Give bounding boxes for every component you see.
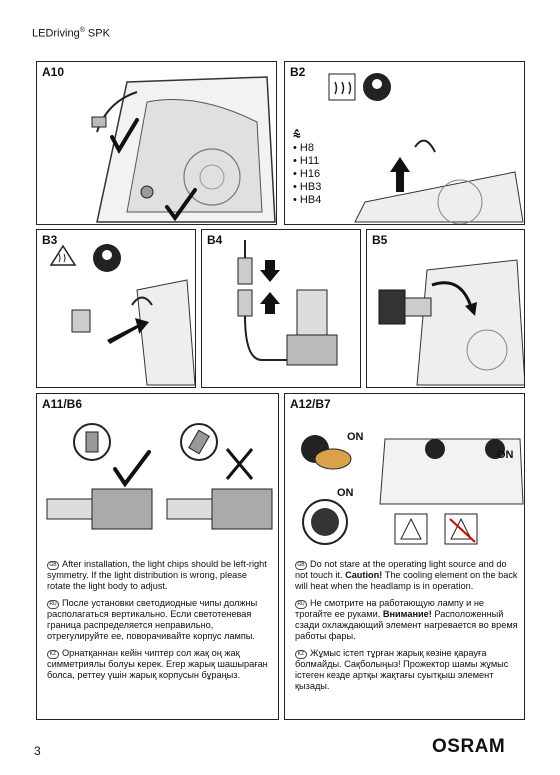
on-label: ON [347, 431, 364, 443]
kz-flag-icon: KZ [47, 650, 59, 659]
headlamp-illustration [49, 244, 195, 386]
list-item: HB3 [293, 181, 321, 194]
panel-b4: B4 [201, 229, 361, 388]
page-number: 3 [34, 744, 41, 758]
connector-illustration [237, 240, 338, 366]
headlamp-illustration [91, 76, 276, 223]
panel-label: B4 [207, 233, 223, 247]
panel-label: A12/B7 [290, 397, 331, 411]
document-title: LEDriving® SPK [32, 27, 110, 40]
panel-b2: B2 ⩯ H8 H11 H16 HB3 HB4 [284, 61, 525, 225]
panel-label: A10 [42, 65, 65, 79]
panel-a10: A10 [36, 61, 277, 225]
list-item: H11 [293, 155, 321, 168]
gb-flag-icon: GB [295, 561, 307, 570]
panel-label: B2 [290, 65, 306, 79]
panel-label: A11/B6 [42, 397, 83, 411]
panel-label: B3 [42, 233, 58, 247]
gb-flag-icon: GB [47, 561, 59, 570]
panel-b5: B5 [366, 229, 525, 388]
panel-label: B5 [372, 233, 388, 247]
bulb-type-list: H8 H11 H16 HB3 HB4 [293, 142, 321, 207]
headlamp-illustration [378, 259, 524, 386]
brand-logo: OSRAM [432, 736, 506, 757]
product-name: LEDriving [32, 27, 80, 40]
kz-flag-icon: KZ [295, 650, 307, 659]
ru-flag-icon: RU [47, 600, 59, 609]
chip-orientation-illustration [46, 423, 273, 530]
light-switch-illustration [301, 435, 524, 545]
list-item: H8 [293, 142, 321, 155]
list-item: HB4 [293, 194, 321, 207]
registered-mark: ® [79, 27, 85, 34]
on-label: ON [337, 487, 354, 499]
headlamp-illustration [328, 73, 524, 224]
product-suffix: SPK [84, 27, 110, 40]
panel-b3: B3 [36, 229, 196, 388]
bulb-type-icon: ⩯ [293, 127, 301, 142]
ru-flag-icon: RU [295, 600, 307, 609]
list-item: H16 [293, 168, 321, 181]
on-label: ON [497, 449, 514, 461]
